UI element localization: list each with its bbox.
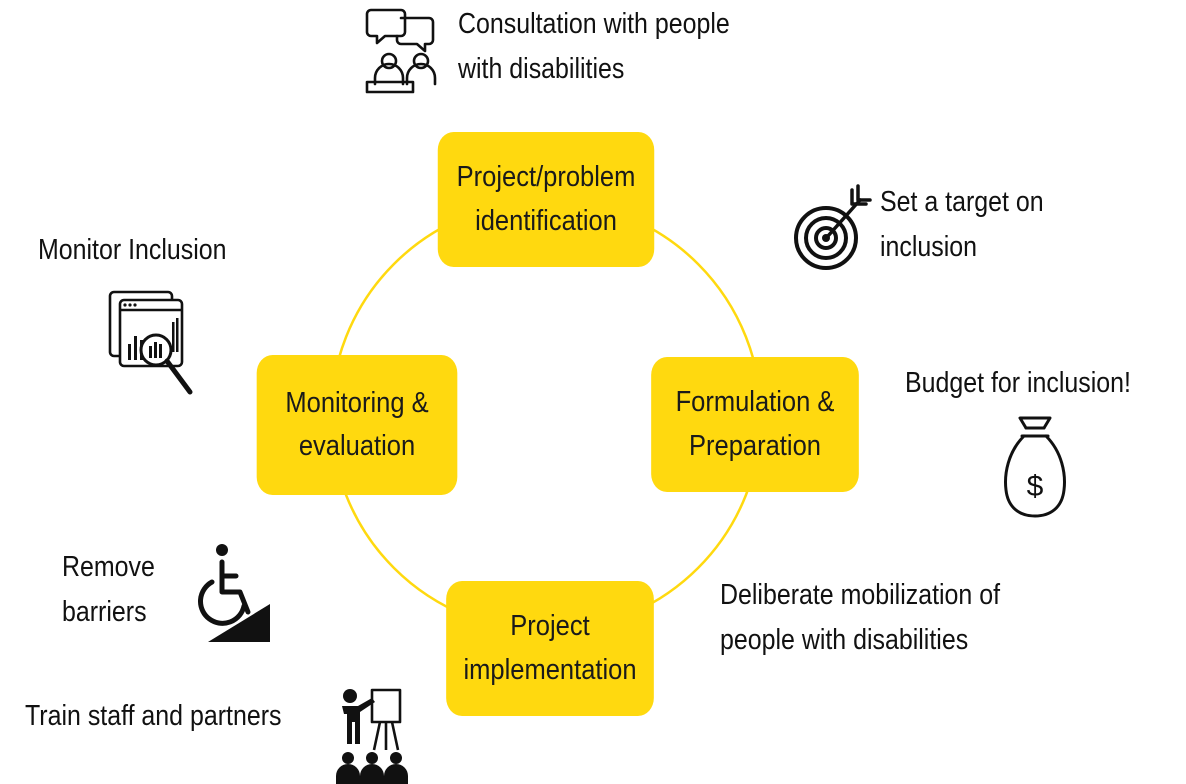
target-arrow-icon bbox=[794, 184, 872, 270]
svg-text:$: $ bbox=[1027, 470, 1044, 503]
stage-formulation-label: Formulation & Preparation bbox=[675, 386, 835, 462]
budget-label: Budget for inclusion! bbox=[905, 367, 1131, 399]
stage-monitoring-evaluation: Monitoring & evaluation bbox=[256, 355, 458, 495]
monitor-label: Monitor Inclusion bbox=[38, 234, 227, 266]
stage-project-implementation: Project implementation bbox=[446, 581, 654, 716]
mobilization-label: Deliberate mobilization of people with d… bbox=[720, 579, 1001, 656]
consultation-label: Consultation with people with disabiliti… bbox=[458, 8, 730, 85]
stage-implementation-label: Project implementation bbox=[463, 610, 637, 686]
stage-formulation-preparation: Formulation & Preparation bbox=[651, 357, 859, 492]
stage-project-identification: Project/problem identification bbox=[437, 132, 655, 267]
train-label: Train staff and partners bbox=[25, 700, 282, 732]
money-bag-icon: $ bbox=[1004, 416, 1066, 518]
monitor-analytics-icon bbox=[108, 290, 193, 395]
barriers-label: Remove barriers bbox=[62, 551, 155, 628]
training-presentation-icon bbox=[336, 688, 408, 784]
target-label: Set a target on inclusion bbox=[880, 186, 1044, 263]
wheelchair-ramp-icon bbox=[198, 544, 270, 642]
stage-monitoring-label: Monitoring & evaluation bbox=[285, 386, 429, 463]
stage-project-identification-label: Project/problem identification bbox=[456, 161, 636, 237]
consultation-icon bbox=[365, 8, 437, 94]
